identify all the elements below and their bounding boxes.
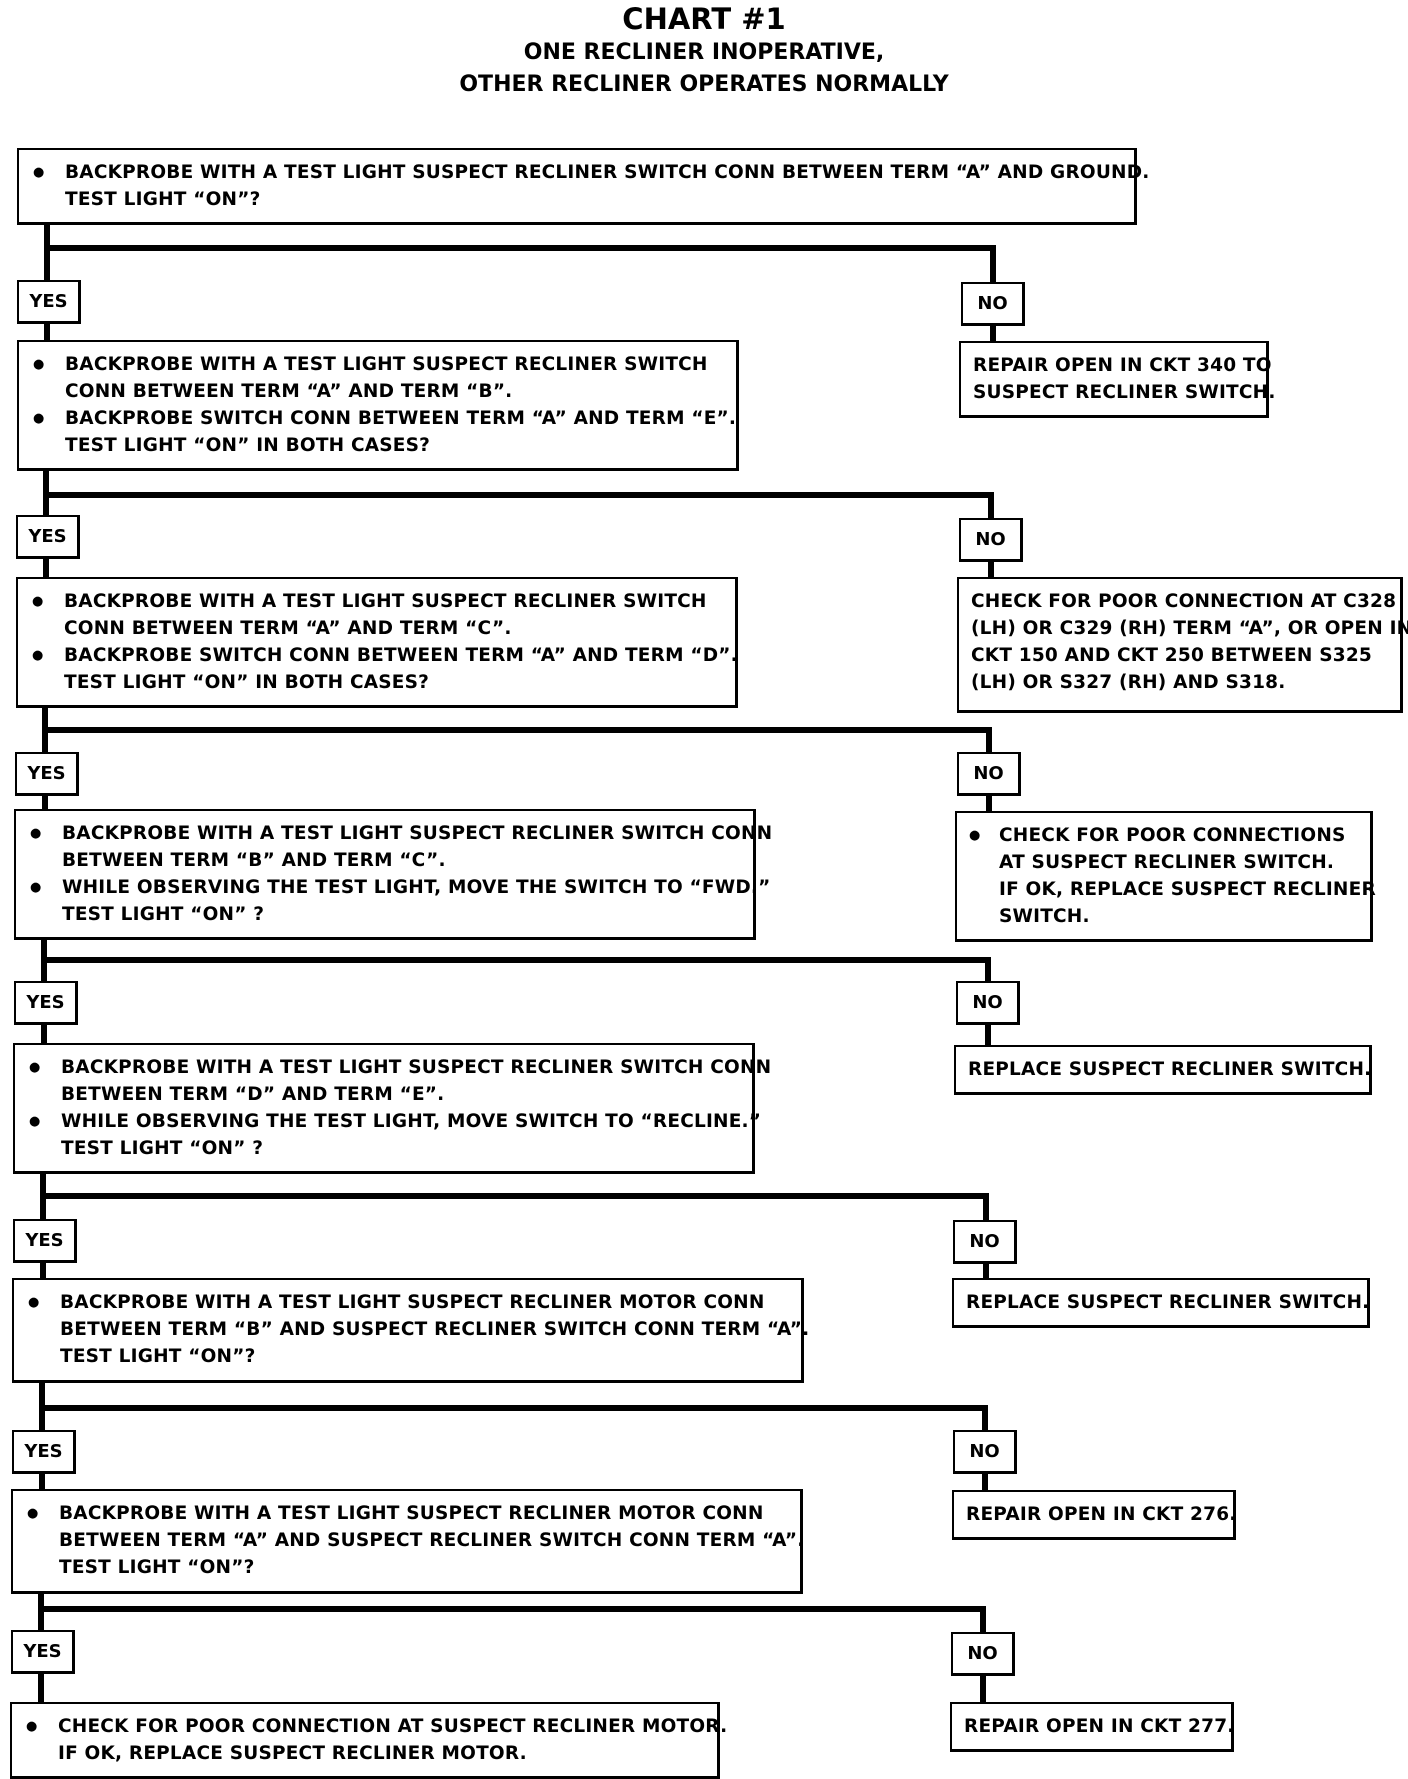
step-bullet: BACKPROBE WITH A TEST LIGHT SUSPECT RECL… (19, 159, 1149, 186)
yes-label-6: YES (12, 1430, 76, 1474)
result-line: REPAIR OPEN IN CKT 277. (964, 1716, 1235, 1737)
step-question: TEST LIGHT “ON” IN BOTH CASES? (64, 672, 430, 693)
step-bullet: BACKPROBE WITH A TEST LIGHT SUSPECT RECL… (19, 351, 736, 405)
step-question: TEST LIGHT “ON” ? (61, 1138, 264, 1159)
result-line: REPLACE SUSPECT RECLINER SWITCH. (968, 1059, 1372, 1080)
no-result-box-5: REPLACE SUSPECT RECLINER SWITCH. (952, 1278, 1370, 1328)
no-result-box-6: REPAIR OPEN IN CKT 276. (952, 1490, 1236, 1540)
step-question: TEST LIGHT “ON” IN BOTH CASES? (65, 435, 431, 456)
yes-label-1: YES (17, 280, 81, 324)
no-label-5: NO (953, 1220, 1017, 1264)
step-bullet: BACKPROBE WITH A TEST LIGHT SUSPECT RECL… (15, 1054, 771, 1108)
test-step-box-6: BACKPROBE WITH A TEST LIGHT SUSPECT RECL… (12, 1278, 809, 1383)
step-bullet-list: BACKPROBE WITH A TEST LIGHT SUSPECT RECL… (13, 1500, 804, 1581)
no-label-2: NO (959, 518, 1023, 562)
step-bullet-list: BACKPROBE WITH A TEST LIGHT SUSPECT RECL… (16, 820, 772, 901)
result-line: (LH) OR C329 (RH) TERM “A”, OR OPEN IN (971, 618, 1408, 639)
test-step-box-7: BACKPROBE WITH A TEST LIGHT SUSPECT RECL… (11, 1489, 804, 1594)
result-line: CHECK FOR POOR CONNECTION AT C328 (971, 591, 1397, 612)
step-bullet-list: BACKPROBE WITH A TEST LIGHT SUSPECT RECL… (19, 159, 1149, 186)
no-result-box-2: CHECK FOR POOR CONNECTION AT C328 (LH) OR… (957, 577, 1408, 713)
result-line: REPAIR OPEN IN CKT 340 TO (973, 355, 1272, 376)
result-line: REPAIR OPEN IN CKT 276. (966, 1504, 1237, 1525)
step-bullet: WHILE OBSERVING THE TEST LIGHT, MOVE THE… (16, 874, 770, 901)
test-step-box-3: BACKPROBE WITH A TEST LIGHT SUSPECT RECL… (16, 577, 738, 708)
step-bullet-list: BACKPROBE WITH A TEST LIGHT SUSPECT RECL… (19, 351, 736, 432)
step-bullet: BACKPROBE WITH A TEST LIGHT SUSPECT RECL… (13, 1500, 804, 1581)
result-line: CKT 150 AND CKT 250 BETWEEN S325 (971, 645, 1372, 666)
no-label-3: NO (957, 752, 1021, 796)
step-question: TEST LIGHT “ON” ? (62, 904, 265, 925)
step-bullet: BACKPROBE WITH A TEST LIGHT SUSPECT RECL… (16, 820, 772, 874)
step-bullet-list: BACKPROBE WITH A TEST LIGHT SUSPECT RECL… (15, 1054, 771, 1135)
step-bullet: BACKPROBE SWITCH CONN BETWEEN TERM “A” A… (19, 405, 736, 432)
yes-label-4: YES (14, 981, 78, 1025)
yes-label-7: YES (11, 1630, 75, 1674)
step-bullet-list: CHECK FOR POOR CONNECTION AT SUSPECT REC… (12, 1713, 727, 1767)
test-step-box-5: BACKPROBE WITH A TEST LIGHT SUSPECT RECL… (13, 1043, 771, 1174)
chart-subtitle-line-1: ONE RECLINER INOPERATIVE, (523, 40, 885, 65)
step-bullet-list: BACKPROBE WITH A TEST LIGHT SUSPECT RECL… (14, 1289, 809, 1370)
no-label-6: NO (953, 1430, 1017, 1474)
yes-label-5: YES (13, 1219, 77, 1263)
test-step-box-1: BACKPROBE WITH A TEST LIGHT SUSPECT RECL… (17, 148, 1149, 225)
no-result-box-4: REPLACE SUSPECT RECLINER SWITCH. (954, 1045, 1372, 1095)
step-bullet: BACKPROBE WITH A TEST LIGHT SUSPECT RECL… (18, 588, 735, 642)
final-yes-result-box: CHECK FOR POOR CONNECTION AT SUSPECT REC… (10, 1702, 727, 1779)
step-bullet: BACKPROBE SWITCH CONN BETWEEN TERM “A” A… (18, 642, 738, 669)
test-step-box-2: BACKPROBE WITH A TEST LIGHT SUSPECT RECL… (17, 340, 739, 471)
no-result-box-1: REPAIR OPEN IN CKT 340 TO SUSPECT RECLINE… (959, 341, 1275, 418)
no-label-1: NO (961, 282, 1025, 326)
result-line: SUSPECT RECLINER SWITCH. (973, 382, 1276, 403)
step-question: TEST LIGHT “ON”? (65, 189, 261, 210)
no-label-4: NO (956, 981, 1020, 1025)
chart-subtitle-line-2: OTHER RECLINER OPERATES NORMALLY (459, 72, 949, 97)
result-line: REPLACE SUSPECT RECLINER SWITCH. (966, 1292, 1370, 1313)
chart-title: CHART #1 (622, 2, 786, 36)
no-result-box-7: REPAIR OPEN IN CKT 277. (950, 1702, 1234, 1752)
no-label-7: NO (951, 1632, 1015, 1676)
result-line: (LH) OR S327 (RH) AND S318. (971, 672, 1286, 693)
step-bullet: BACKPROBE WITH A TEST LIGHT SUSPECT RECL… (14, 1289, 809, 1370)
step-bullet: WHILE OBSERVING THE TEST LIGHT, MOVE SWI… (15, 1108, 761, 1135)
yes-label-2: YES (16, 515, 80, 559)
test-step-box-4: BACKPROBE WITH A TEST LIGHT SUSPECT RECL… (14, 809, 772, 940)
step-bullet-list: BACKPROBE WITH A TEST LIGHT SUSPECT RECL… (18, 588, 738, 669)
step-bullet: CHECK FOR POOR CONNECTION AT SUSPECT REC… (12, 1713, 727, 1767)
yes-label-3: YES (15, 752, 79, 796)
